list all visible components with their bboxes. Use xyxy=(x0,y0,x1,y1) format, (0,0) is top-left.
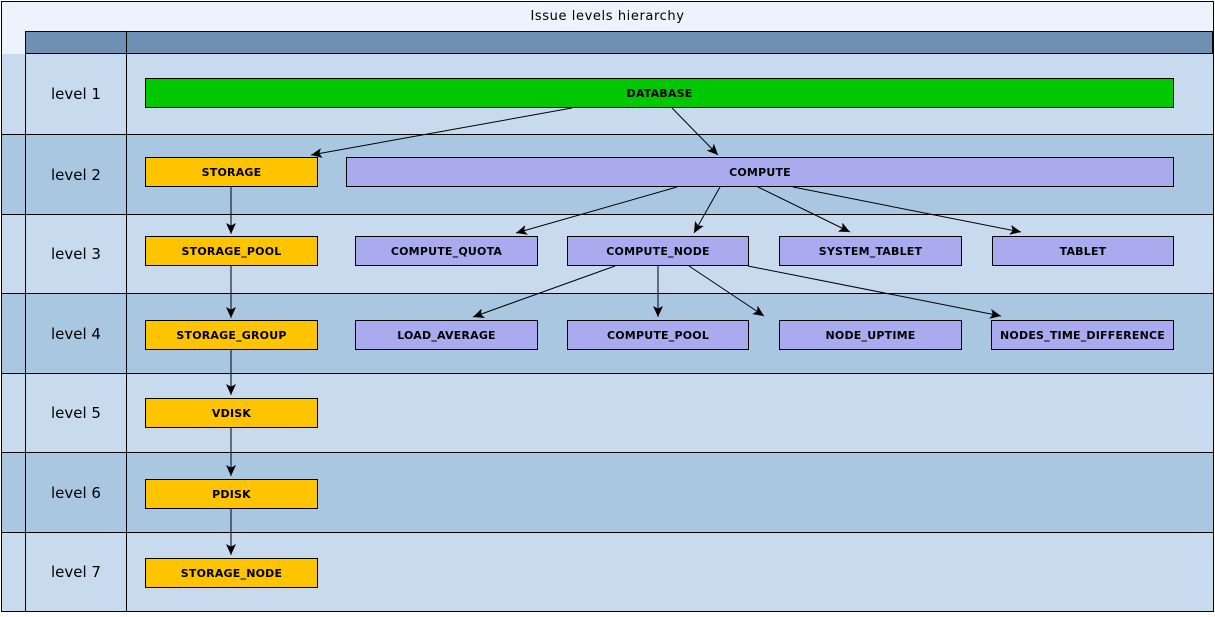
level-row-1: level 1 xyxy=(2,54,1213,135)
level-row-6: level 6 xyxy=(2,453,1213,533)
level-label-3: level 3 xyxy=(26,215,127,293)
level-label-4: level 4 xyxy=(26,294,127,373)
header-corner-spacer xyxy=(2,31,25,54)
row-content-2 xyxy=(127,135,1213,214)
row-strip xyxy=(2,374,26,452)
row-strip xyxy=(2,135,26,214)
row-content-5 xyxy=(127,374,1213,452)
row-content-4 xyxy=(127,294,1213,373)
row-strip xyxy=(2,453,26,532)
level-label-1: level 1 xyxy=(26,54,127,134)
level-row-5: level 5 xyxy=(2,374,1213,453)
level-label-2: level 2 xyxy=(26,135,127,214)
row-content-7 xyxy=(127,533,1213,611)
row-content-6 xyxy=(127,453,1213,532)
level-row-2: level 2 xyxy=(2,135,1213,215)
level-label-7: level 7 xyxy=(26,533,127,611)
row-content-1 xyxy=(127,54,1213,134)
level-label-5: level 5 xyxy=(26,374,127,452)
level-label-6: level 6 xyxy=(26,453,127,532)
level-row-4: level 4 xyxy=(2,294,1213,374)
row-strip xyxy=(2,54,26,134)
row-strip xyxy=(2,533,26,611)
row-strip xyxy=(2,215,26,293)
header-cell-content xyxy=(126,31,1213,54)
level-row-3: level 3 xyxy=(2,215,1213,294)
header-row xyxy=(2,31,1213,54)
row-content-3 xyxy=(127,215,1213,293)
row-strip xyxy=(2,294,26,373)
level-row-7: level 7 xyxy=(2,533,1213,611)
header-cell-levels xyxy=(25,31,126,54)
diagram-title: Issue levels hierarchy xyxy=(2,2,1213,31)
